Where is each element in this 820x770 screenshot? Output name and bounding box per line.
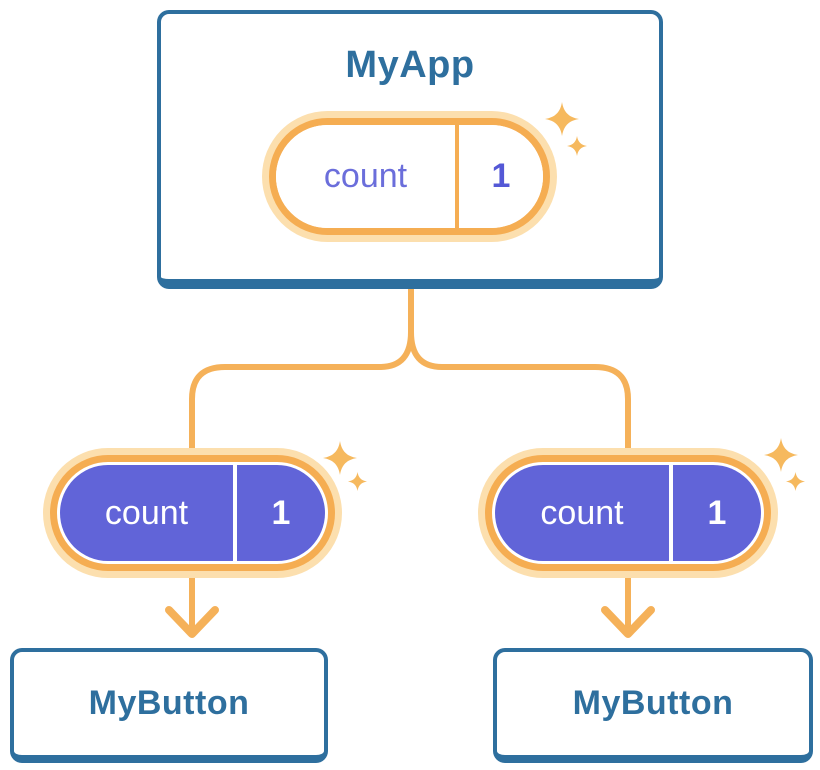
state-name-label: count (104, 493, 189, 532)
state-name-label: count (540, 493, 624, 532)
sparkle-icon-large (545, 102, 579, 136)
left-child-component-card: MyButton (10, 648, 328, 763)
state-value-label: 1 (271, 493, 291, 532)
child-component-title: MyButton (572, 684, 734, 722)
root-component-title: MyApp (345, 44, 475, 86)
sparkle-icon-large (764, 438, 798, 472)
state-pill-divider (455, 125, 459, 228)
state-pill-ring: count 1 (269, 118, 550, 235)
root-state-pill: count 1 (262, 111, 557, 242)
state-value-label: 1 (491, 157, 511, 195)
left-branch-line (189, 329, 414, 461)
state-pill-divider (669, 465, 673, 561)
state-pill-ring: count 1 (485, 455, 771, 571)
sparkle-icon-large (323, 441, 357, 475)
state-pill-divider (233, 465, 237, 561)
child-component-title: MyButton (88, 684, 250, 722)
right-child-state-pill: count 1 (478, 448, 778, 578)
state-pill-ring: count 1 (50, 455, 335, 571)
left-child-state-pill: count 1 (43, 448, 342, 578)
sparkle-icon-small (348, 472, 367, 491)
right-branch-line (408, 329, 631, 461)
right-child-component-card: MyButton (493, 648, 813, 763)
sparkle-icon-small (567, 136, 587, 156)
state-value-label: 1 (707, 493, 727, 532)
sparkle-icon-small (786, 472, 805, 491)
state-name-label: count (323, 157, 408, 195)
